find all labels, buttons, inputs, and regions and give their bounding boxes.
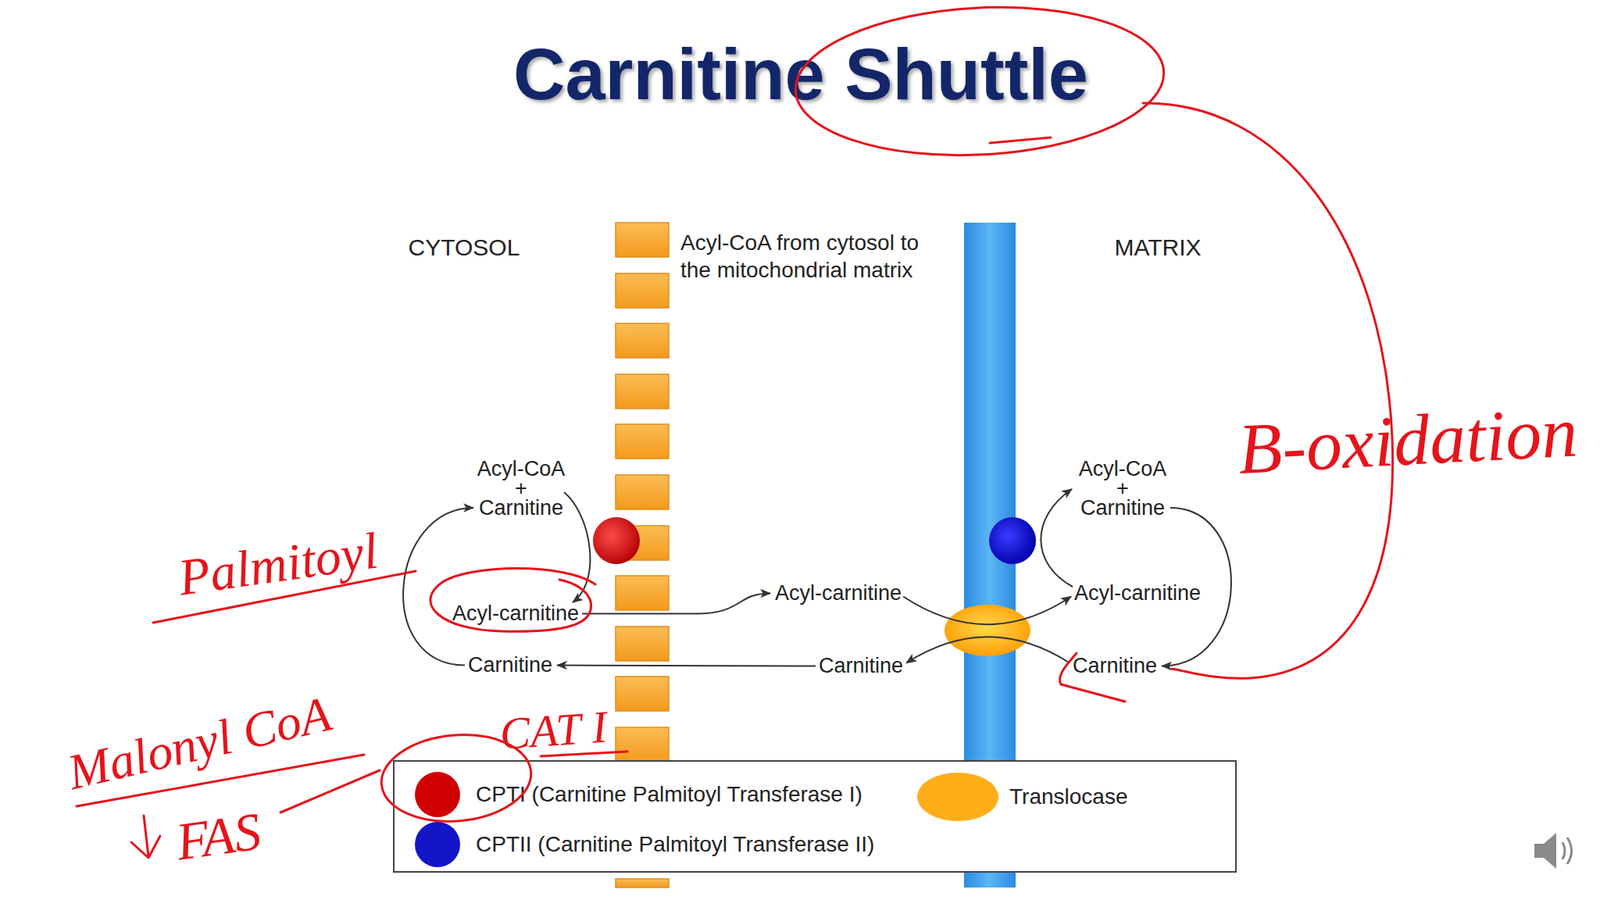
- cpt2-enzyme: [989, 517, 1036, 565]
- species-text: Carnitine: [467, 655, 553, 675]
- species-text: Carnitine: [1072, 656, 1158, 676]
- outer-membrane-block: [615, 727, 669, 762]
- species-label: Acyl-carnitine: [1074, 583, 1201, 604]
- annotation-arrow: [131, 815, 161, 858]
- outer-membrane-block: [615, 676, 669, 711]
- handwritten-note: Palmitoyl: [175, 522, 382, 607]
- species-label: Acyl-CoA + Carnitine: [475, 459, 568, 518]
- species-label: Carnitine: [1072, 656, 1158, 676]
- legend-entry: CPTI (Carnitine Palmitoyl Transferase I): [410, 769, 863, 820]
- species-text: Carnitine: [818, 656, 904, 676]
- species-label: Acyl-carnitine: [452, 603, 579, 624]
- reaction-arrow: [557, 665, 816, 667]
- annotation-stroke: [989, 137, 1051, 143]
- caption-note: Acyl-CoA from cytosol to the mitochondri…: [680, 228, 950, 284]
- legend-box: CPTI (Carnitine Palmitoyl Transferase I)…: [392, 760, 1237, 873]
- legend-sample: [410, 819, 465, 870]
- outer-membrane-block: [615, 475, 669, 510]
- species-text: Acyl-CoA + Carnitine: [475, 459, 568, 518]
- species-label: Carnitine: [467, 655, 553, 675]
- species-text: Acyl-CoA + Carnitine: [1076, 459, 1169, 518]
- annotation-line: [280, 770, 380, 813]
- handwritten-note: Malonyl CoA: [62, 686, 336, 800]
- outer-membrane-block: [615, 222, 669, 258]
- reaction-arrow: [1040, 489, 1073, 587]
- speaker-icon: [1534, 832, 1572, 869]
- legend-swatch: [917, 772, 999, 822]
- species-label: Acyl-CoA + Carnitine: [1076, 459, 1169, 518]
- species-label: Acyl-carnitine: [775, 583, 902, 604]
- legend-sample: [915, 771, 1000, 822]
- reaction-arrow: [582, 593, 771, 615]
- title: Carnitine Shuttle: [0, 31, 1600, 118]
- reaction-arrow: [403, 507, 474, 666]
- legend-entry: Translocase: [915, 771, 1128, 822]
- reaction-arrow: [903, 596, 1072, 625]
- legend-swatch: [414, 821, 461, 868]
- translocase-protein: [944, 604, 1031, 657]
- annotation-circle: [430, 568, 596, 633]
- outer-membrane-block: [615, 878, 669, 888]
- outer-membrane-block: [615, 273, 669, 308]
- outer-membrane-block: [615, 374, 669, 409]
- cpt1-enzyme: [592, 517, 640, 565]
- legend-sample: [410, 769, 465, 820]
- handwritten-note: FAS: [172, 801, 265, 871]
- legend-text: CPTII (Carnitine Palmitoyl Transferase I…: [475, 832, 875, 858]
- species-text: Acyl-carnitine: [775, 583, 902, 604]
- outer-membrane-block: [615, 575, 669, 611]
- species-text: Acyl-carnitine: [452, 603, 579, 624]
- outer-membrane-block: [615, 323, 669, 358]
- compartment-label: CYTOSOL: [408, 232, 521, 263]
- reaction-arrow: [564, 492, 590, 603]
- handwritten-note: CAT I: [498, 702, 609, 760]
- legend-entry: CPTII (Carnitine Palmitoyl Transferase I…: [410, 819, 875, 870]
- handwritten-note: B-oxidation: [1235, 392, 1579, 489]
- compartment-label: MATRIX: [1114, 232, 1202, 263]
- species-label: Carnitine: [818, 656, 904, 676]
- legend-swatch: [414, 771, 461, 818]
- species-text: Acyl-carnitine: [1074, 583, 1201, 604]
- reaction-arrow: [906, 636, 1070, 663]
- legend-text: Translocase: [1009, 784, 1128, 810]
- outer-membrane-block: [615, 626, 669, 661]
- outer-membrane-block: [615, 424, 669, 459]
- legend-text: CPTI (Carnitine Palmitoyl Transferase I): [475, 782, 863, 808]
